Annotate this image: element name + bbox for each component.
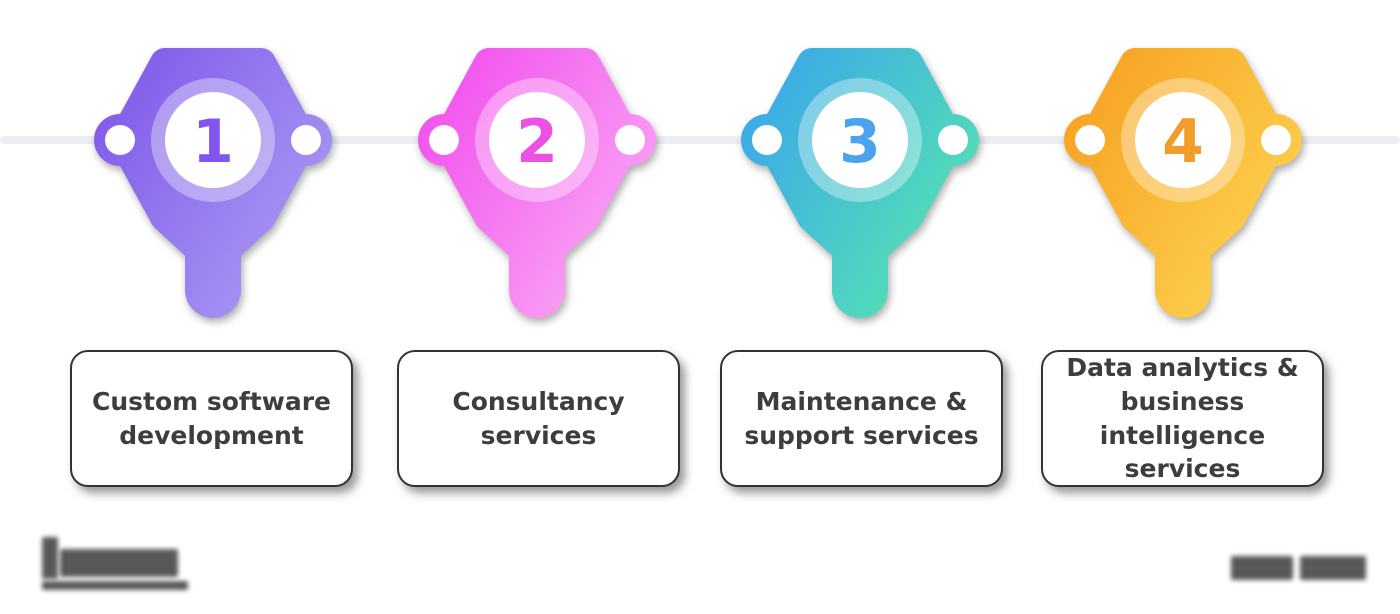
blurred-logo-left	[42, 581, 188, 590]
step-card-4: Data analytics & business intelligence s…	[1041, 350, 1324, 487]
number-circle	[489, 92, 585, 188]
step-pin-4: 4	[1064, 48, 1302, 318]
step-pin-1: 1	[94, 48, 332, 318]
step-card-1: Custom software development	[70, 350, 353, 487]
blurred-logo-left	[42, 537, 58, 579]
right-connector-dot	[1261, 125, 1291, 155]
left-connector-dot	[429, 125, 459, 155]
step-number: 4	[1162, 107, 1204, 177]
step-label: Data analytics & business intelligence s…	[1066, 353, 1299, 484]
step-number: 1	[192, 107, 234, 177]
step-label: Custom software development	[91, 386, 332, 450]
left-connector-dot	[752, 125, 782, 155]
step-card-3: Maintenance & support services	[720, 350, 1003, 487]
step-number: 2	[516, 107, 558, 177]
number-circle	[812, 92, 908, 188]
right-connector-dot	[938, 125, 968, 155]
step-label: Consultancy services	[452, 386, 625, 450]
blurred-watermark-right	[1231, 556, 1293, 580]
step-number: 3	[839, 107, 881, 177]
step-label: Maintenance & support services	[744, 386, 979, 450]
blurred-watermark-right	[1300, 556, 1366, 580]
right-connector-dot	[291, 125, 321, 155]
step-card-2: Consultancy services	[397, 350, 680, 487]
blurred-logo-left	[60, 549, 178, 577]
number-circle	[1135, 92, 1231, 188]
step-pin-3: 3	[741, 48, 979, 318]
left-connector-dot	[105, 125, 135, 155]
connector-line	[0, 136, 1400, 144]
step-pin-2: 2	[418, 48, 656, 318]
number-circle	[165, 92, 261, 188]
right-connector-dot	[615, 125, 645, 155]
left-connector-dot	[1075, 125, 1105, 155]
